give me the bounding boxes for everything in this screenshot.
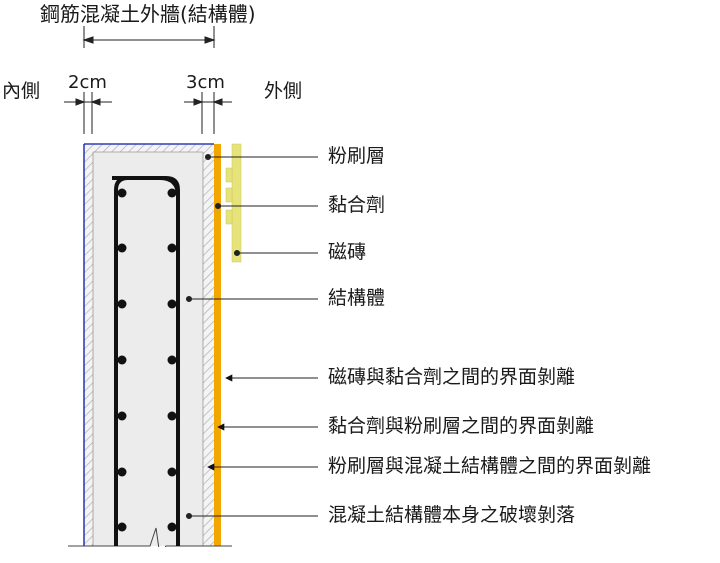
callout-concrete-failure: 混凝土結構體本身之破壞剝落 [328, 504, 576, 526]
leader-lines [185, 153, 318, 520]
callout-plaster-layer: 粉刷層 [328, 145, 386, 167]
concrete-core [93, 152, 203, 546]
rebar-cage [112, 176, 180, 546]
top-plaster [84, 144, 214, 152]
inner-plaster-dimension-label: 2cm [68, 72, 107, 93]
callout-structure: 結構體 [328, 287, 386, 309]
tile-layer [225, 143, 242, 263]
outer-side-label: 外側 [264, 80, 303, 102]
rebar-dots [117, 188, 177, 532]
inner-side-label: 內側 [2, 80, 41, 102]
diagram-title: 鋼筋混凝土外牆(結構體) [40, 2, 256, 26]
wall-section [68, 143, 242, 563]
adhesive-layer [214, 144, 221, 546]
outer-plaster-dimension [184, 92, 232, 134]
top-dimension [82, 26, 216, 48]
callout-plaster-concrete-debond: 粉刷層與混凝土結構體之間的界面剝離 [328, 455, 652, 477]
callout-adhesive-plaster-debond: 黏合劑與粉刷層之間的界面剝離 [328, 415, 595, 437]
outer-plaster-dimension-label: 3cm [186, 72, 225, 93]
callout-adhesive: 黏合劑 [328, 194, 386, 216]
callout-tile-adhesive-debond: 磁磚與黏合劑之間的界面剝離 [328, 366, 576, 388]
inner-plaster-dimension [64, 92, 112, 134]
callout-tile: 磁磚 [328, 241, 367, 263]
inner-plaster [84, 144, 93, 546]
outer-plaster [203, 152, 214, 546]
